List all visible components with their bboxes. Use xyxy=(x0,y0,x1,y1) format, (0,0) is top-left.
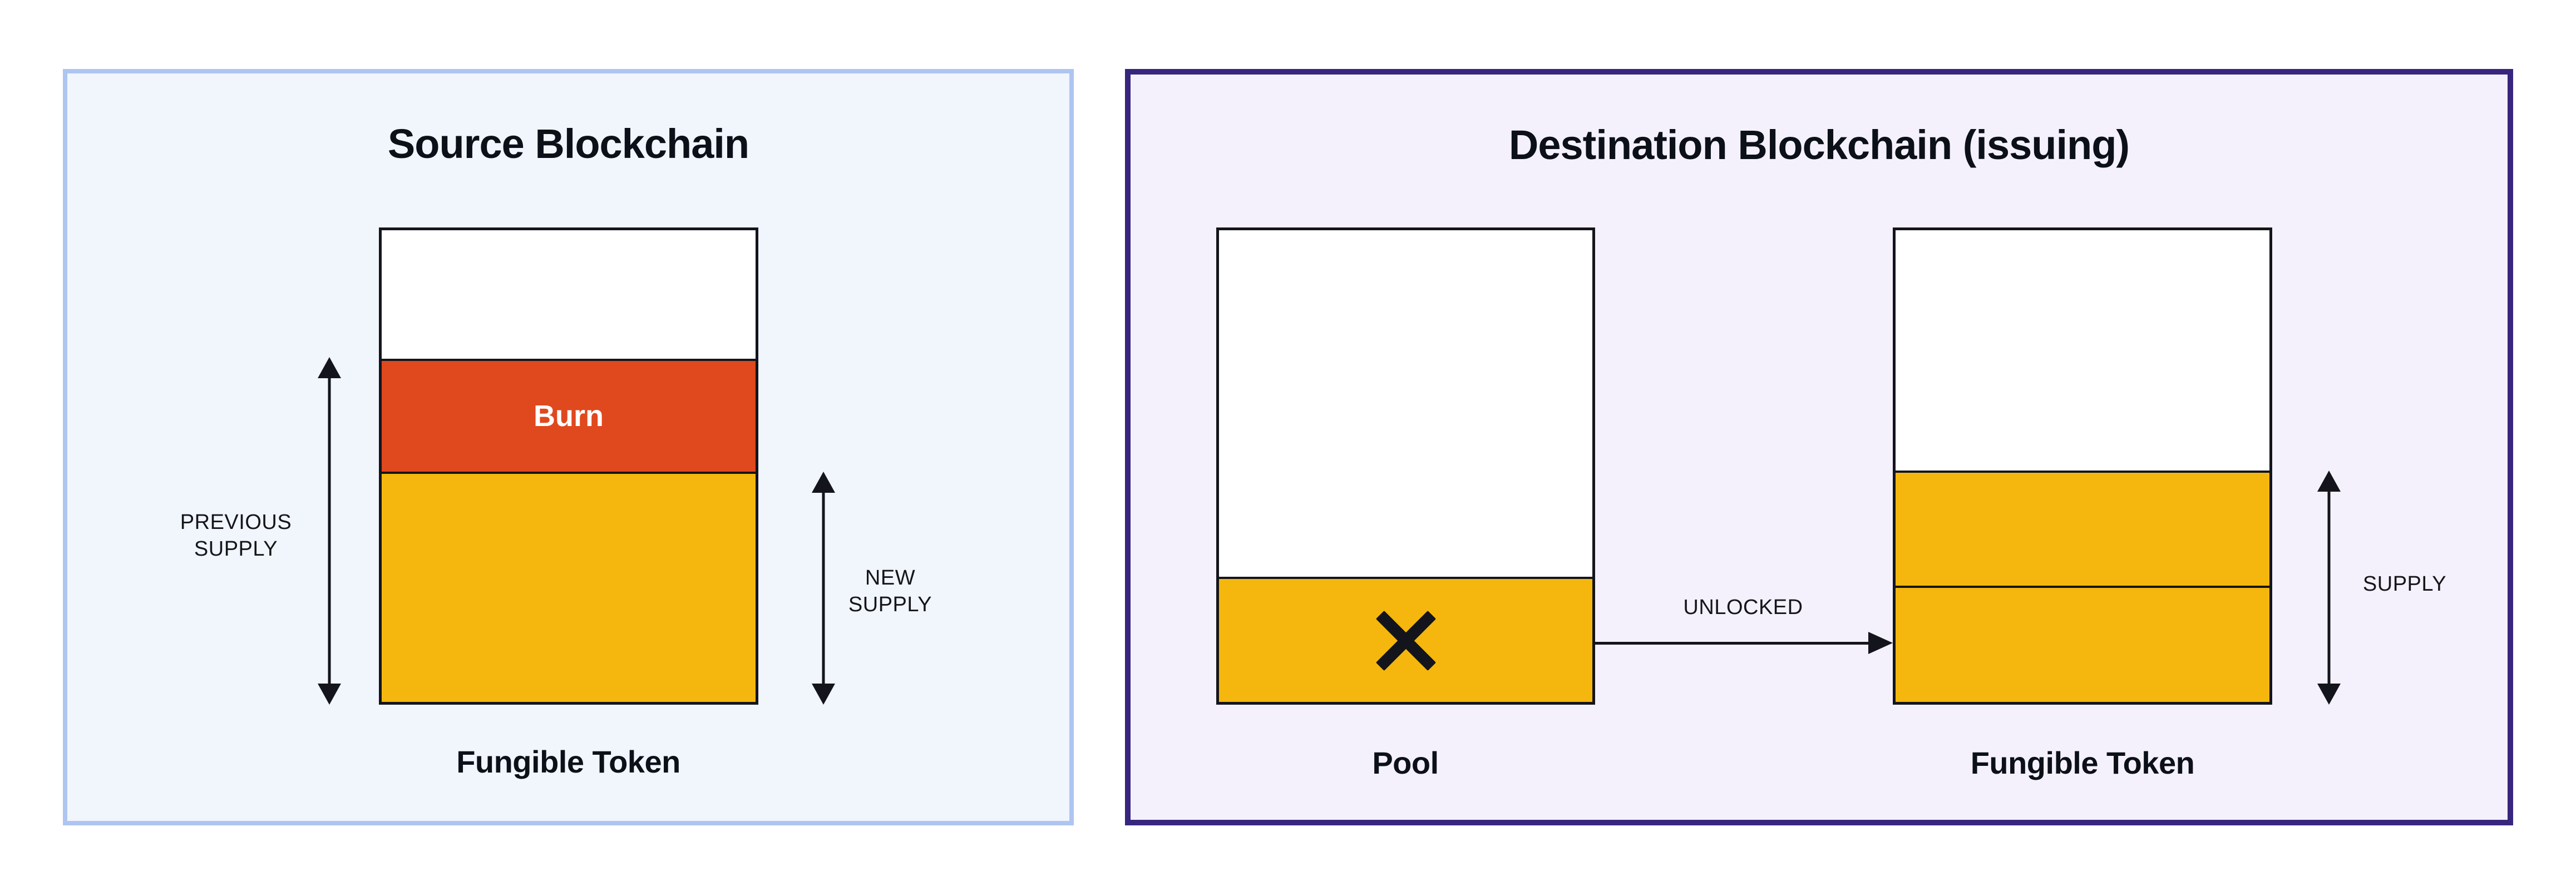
token-bar-segment-unissued xyxy=(1896,230,2269,471)
pool-bar-segment-empty xyxy=(1219,230,1592,577)
previous-supply-label: PREVIOUS SUPPLY xyxy=(139,509,333,562)
source-panel-title: Source Blockchain xyxy=(387,121,749,167)
arrowhead-down-icon xyxy=(2317,684,2341,705)
new-supply-label-line2: SUPPLY xyxy=(848,593,932,616)
burn-label: Burn xyxy=(534,399,604,433)
source-blockchain-panel: Source Blockchain Burn PREVIOUS SUPPLY N… xyxy=(63,69,1074,825)
source-bar-segment-burn: Burn xyxy=(382,358,756,472)
arrow-line xyxy=(328,374,331,688)
pool-bar xyxy=(1216,227,1595,705)
source-token-bar: Burn xyxy=(379,227,758,705)
supply-label: SUPPLY xyxy=(2362,572,2447,596)
destination-blockchain-panel: Destination Blockchain (issuing) Pool UN… xyxy=(1125,69,2513,825)
arrowhead-down-icon xyxy=(812,684,835,705)
arrowhead-down-icon xyxy=(318,684,341,705)
arrow-line xyxy=(822,488,825,688)
previous-supply-label-line1: PREVIOUS xyxy=(180,511,292,534)
previous-supply-label-line2: SUPPLY xyxy=(194,537,278,561)
token-bar-segment-minted-lower xyxy=(1896,585,2269,702)
unlocked-arrow xyxy=(1595,642,1871,645)
previous-supply-arrow xyxy=(317,357,342,705)
arrowhead-right-icon xyxy=(1868,632,1893,654)
new-supply-arrow xyxy=(811,472,836,705)
destination-token-bar xyxy=(1893,227,2272,705)
unlocked-label: UNLOCKED xyxy=(1683,596,1803,619)
pool-caption: Pool xyxy=(1372,745,1439,780)
token-bar-segment-minted-upper xyxy=(1896,471,2269,586)
x-mark-icon xyxy=(1375,610,1436,671)
pool-bar-segment-locked xyxy=(1219,577,1592,702)
new-supply-label: NEW SUPPLY xyxy=(793,565,988,618)
new-supply-label-line1: NEW xyxy=(865,566,916,590)
source-token-caption: Fungible Token xyxy=(456,744,680,779)
source-bar-segment-unissued xyxy=(382,230,756,359)
destination-token-caption: Fungible Token xyxy=(1970,745,2195,780)
supply-arrow xyxy=(2317,471,2341,705)
arrow-line xyxy=(2327,487,2331,688)
source-bar-segment-new-supply xyxy=(382,472,756,702)
destination-panel-title: Destination Blockchain (issuing) xyxy=(1508,122,2130,168)
